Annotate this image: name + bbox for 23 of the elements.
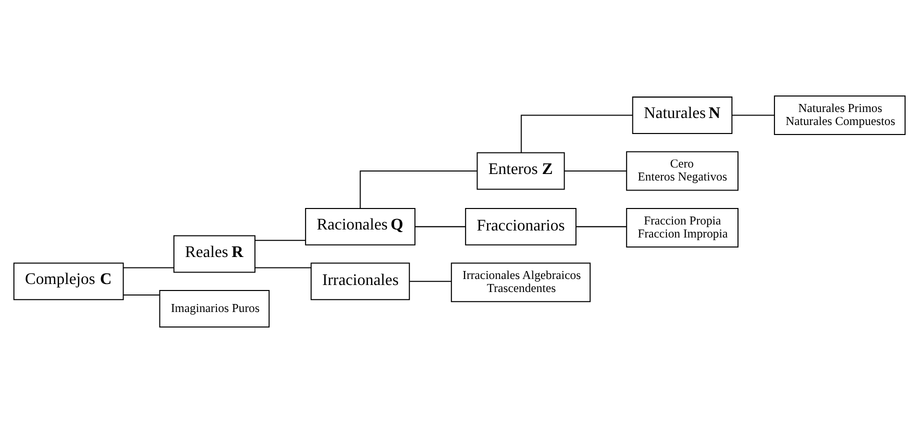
node-box: Reales R bbox=[173, 235, 256, 273]
node-box: Fraccion Propia Fraccion Impropia bbox=[626, 208, 738, 248]
connector bbox=[123, 267, 174, 268]
node-box: Cero Enteros Negativos bbox=[626, 151, 738, 191]
node-box: Complejos C bbox=[13, 262, 124, 300]
connector bbox=[255, 240, 306, 241]
node-box: Enteros Z bbox=[476, 152, 565, 190]
node-box: Racionales Q bbox=[305, 208, 416, 246]
connector bbox=[520, 114, 633, 153]
node-box: Fraccionarios bbox=[465, 208, 576, 246]
connector bbox=[576, 226, 626, 228]
connector bbox=[255, 267, 312, 268]
connector bbox=[732, 114, 774, 116]
connector bbox=[415, 226, 466, 228]
connector bbox=[360, 170, 477, 208]
node-box: Naturales Primos Naturales Compuestos bbox=[774, 96, 906, 136]
connector bbox=[123, 294, 160, 296]
node-box: Imaginarios Puros bbox=[159, 290, 270, 328]
connector bbox=[410, 280, 452, 282]
node-box: Naturales N bbox=[632, 96, 732, 134]
connector bbox=[564, 170, 626, 172]
node-box: Irracionales bbox=[310, 262, 410, 300]
node-box: Irracionales Algebraicos Trascendentes bbox=[450, 262, 591, 302]
